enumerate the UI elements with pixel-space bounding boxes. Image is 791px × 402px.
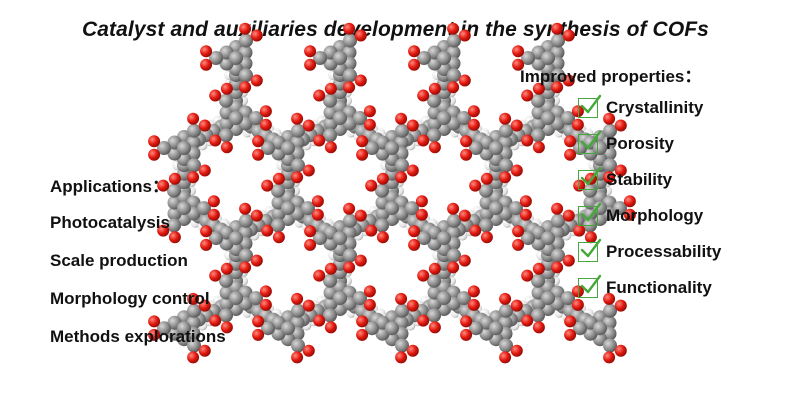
improved-properties-heading: Improved properties： <box>520 67 702 86</box>
application-item-photocatalysis: Photocatalysis <box>50 213 170 232</box>
property-item-morphology: Morphology <box>578 198 721 234</box>
application-item-methods-explorations: Methods explorations <box>50 327 226 346</box>
property-label: Crystallinity <box>606 98 704 117</box>
property-item-porosity: Porosity <box>578 126 721 162</box>
property-label: Porosity <box>606 134 675 153</box>
checkbox-checked-icon <box>578 274 602 298</box>
checkbox-checked-icon <box>578 166 602 190</box>
property-item-processability: Processability <box>578 234 721 270</box>
property-item-functionality: Functionality <box>578 270 721 306</box>
property-label: Processability <box>606 242 722 261</box>
lattice-nodes <box>148 22 636 364</box>
checkbox-checked-icon <box>578 238 602 262</box>
application-item-scale-production: Scale production <box>50 251 188 270</box>
property-item-crystallinity: Crystallinity <box>578 90 721 126</box>
applications-heading: Applications： <box>50 177 170 196</box>
property-item-stability: Stability <box>578 162 721 198</box>
application-item-morphology-control: Morphology control <box>50 289 210 308</box>
property-label: Stability <box>606 170 673 189</box>
checkbox-checked-icon <box>578 94 602 118</box>
checkbox-checked-icon <box>578 202 602 226</box>
property-label: Morphology <box>606 206 704 225</box>
property-label: Functionality <box>606 278 712 297</box>
checkbox-checked-icon <box>578 130 602 154</box>
applications-list: Applications： Photocatalysis Scale produ… <box>50 175 226 363</box>
figure-title: Catalyst and auxiliaries development in … <box>82 18 709 41</box>
improved-properties-list: Crystallinity Porosity Stability Morphol… <box>578 90 721 306</box>
